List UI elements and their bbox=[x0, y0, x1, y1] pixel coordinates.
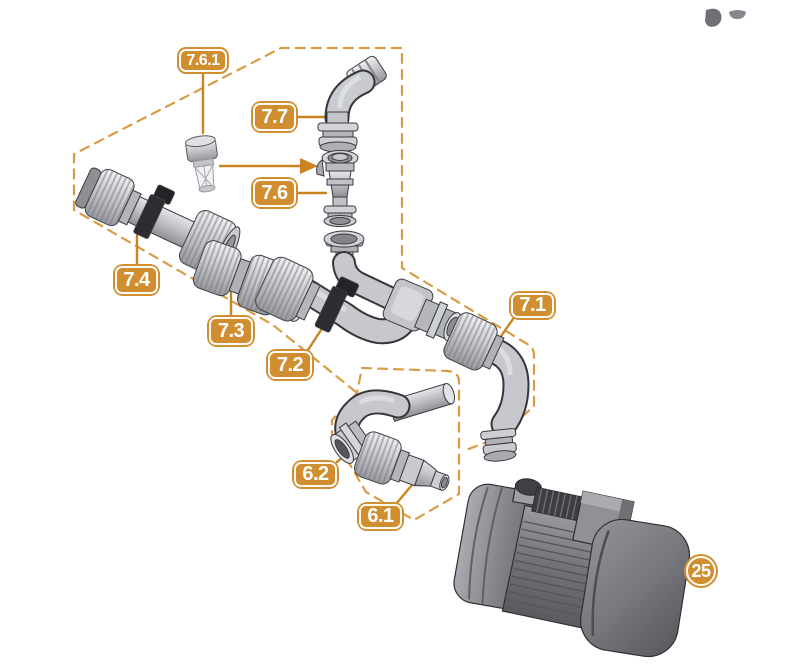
arrow-head-icon bbox=[300, 158, 318, 174]
part-6-2-elbow-pipe bbox=[330, 383, 456, 464]
callout-6-2: 6.2 bbox=[292, 460, 339, 489]
callout-7-6: 7.6 bbox=[251, 177, 298, 209]
pointer-arrow bbox=[219, 158, 318, 174]
leader-7-2 bbox=[306, 325, 325, 352]
callout-7-7: 7.7 bbox=[251, 101, 298, 133]
part-6-1-hose-adapter bbox=[354, 431, 450, 491]
callout-7-2: 7.2 bbox=[266, 349, 314, 381]
callout-7-4: 7.4 bbox=[113, 264, 160, 296]
part-7-7-elbow-union bbox=[317, 55, 387, 153]
cropped-fragment-shapes bbox=[705, 8, 746, 27]
dashed-outline-6-series bbox=[330, 366, 461, 522]
part-7-2-manifold-assembly bbox=[255, 230, 462, 345]
part-7-1-elbow-union bbox=[443, 312, 530, 462]
callout-7-1: 7.1 bbox=[509, 291, 556, 320]
part-7-6-check-valve bbox=[316, 150, 359, 227]
callout-6-1: 6.1 bbox=[357, 502, 404, 531]
part-25-pump bbox=[453, 478, 690, 658]
callout-7-6-1: 7.6.1 bbox=[177, 47, 229, 74]
part-7-6-1-strainer-insert bbox=[184, 135, 218, 193]
callout-7-3: 7.3 bbox=[207, 315, 255, 347]
callout-25: 25 bbox=[684, 554, 718, 588]
dashed-outline-7-series bbox=[72, 46, 536, 452]
